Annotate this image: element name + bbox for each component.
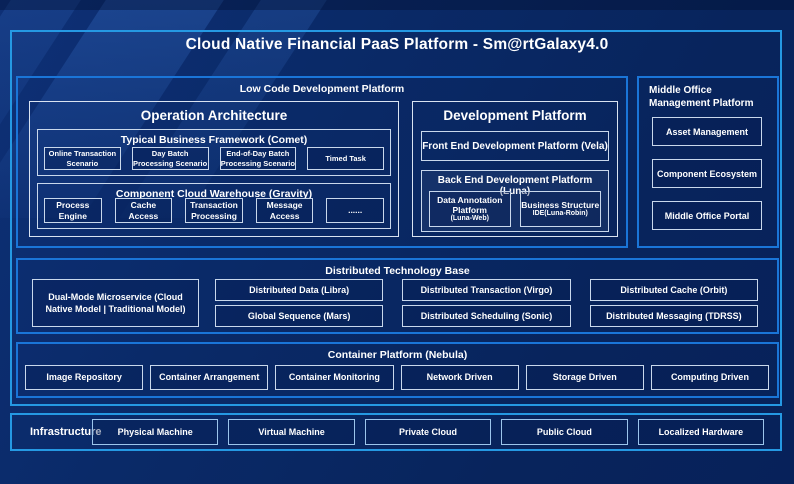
container-monitoring-box: Container Monitoring: [275, 365, 394, 390]
sub-chip-name: Business Structure: [521, 199, 600, 210]
top-shade: [0, 0, 794, 10]
localized-hardware-box: Localized Hardware: [637, 419, 765, 445]
storage-driven-box: Storage Driven: [525, 365, 644, 390]
data-annotation-platform-box: Data Annotation Platform (Luna-Web): [429, 191, 511, 227]
gravity-item: Transaction Processing: [185, 198, 243, 223]
front-end-platform-box: Front End Development Platform (Vela): [421, 131, 609, 161]
distributed-cache-box: Distributed Cache (Orbit): [589, 279, 758, 301]
operation-architecture-title: Operation Architecture: [140, 108, 288, 123]
low-code-section-label: Low Code Development Platform: [239, 83, 405, 95]
comet-title: Typical Business Framework (Comet): [120, 134, 308, 146]
asset-management-box: Asset Management: [652, 117, 762, 146]
operation-architecture-box: Operation Architecture Typical Business …: [29, 101, 399, 237]
distributed-transaction-box: Distributed Transaction (Virgo): [402, 279, 571, 301]
low-code-development-platform-section: Low Code Development Platform Operation …: [16, 76, 628, 248]
sub-chip-name: Data Annotation Platform: [437, 194, 503, 215]
middle-office-title: Middle Office Management Platform: [649, 85, 754, 109]
component-ecosystem-box: Component Ecosystem: [652, 159, 762, 188]
computing-driven-box: Computing Driven: [650, 365, 770, 390]
comet-item: Online Transaction Scenario: [44, 147, 121, 170]
comet-item: Day Batch Processing Scenario: [131, 147, 209, 170]
infrastructure-label: Infrastructure: [30, 426, 102, 438]
private-cloud-box: Private Cloud: [364, 419, 492, 445]
global-sequence-box: Global Sequence (Mars): [215, 305, 384, 327]
container-platform-label: Container Platform (Nebula): [327, 349, 468, 361]
page-title: Cloud Native Financial PaaS Platform - S…: [185, 36, 609, 53]
business-structure-ide-box: Business Structure IDE(Luna-Robin): [519, 191, 601, 227]
back-end-platform-title: Back End Development Platform (Luna): [437, 175, 593, 197]
gravity-item-ellipsis: ......: [326, 198, 384, 223]
distributed-section-label: Distributed Technology Base: [325, 265, 470, 277]
sub-chip-sub: (Luna-Web): [450, 214, 489, 222]
back-end-items-row: Data Annotation Platform (Luna-Web) Busi…: [429, 191, 601, 227]
development-platform-title: Development Platform: [443, 108, 587, 123]
distributed-grid: Distributed Data (Libra) Distributed Tra…: [215, 279, 758, 327]
comet-item: End-of-Day Batch Processing Scenario: [219, 147, 297, 170]
gravity-item: Process Engine: [44, 198, 102, 223]
gravity-title: Component Cloud Warehouse (Gravity): [115, 188, 313, 200]
development-platform-box: Development Platform Front End Developme…: [412, 101, 618, 237]
gravity-item: Cache Access: [114, 198, 173, 223]
container-platform-row: Image Repository Container Arrangement C…: [25, 365, 770, 390]
gravity-item: Message Access: [255, 198, 314, 223]
container-arrangement-box: Container Arrangement: [150, 365, 269, 390]
middle-office-portal-box: Middle Office Portal: [652, 201, 762, 230]
comet-item: Timed Task: [307, 147, 384, 170]
middle-office-management-section: Middle Office Management Platform Asset …: [637, 76, 779, 248]
distributed-messaging-box: Distributed Messaging (TDRSS): [589, 305, 758, 327]
comet-items-row: Online Transaction Scenario Day Batch Pr…: [44, 147, 384, 170]
main-frame: [10, 30, 782, 406]
virtual-machine-box: Virtual Machine: [228, 419, 355, 445]
gravity-items-row: Process Engine Cache Access Transaction …: [44, 198, 384, 223]
network-driven-box: Network Driven: [400, 365, 519, 390]
dual-mode-microservice-box: Dual-Mode Microservice (Cloud Native Mod…: [32, 279, 199, 327]
component-cloud-warehouse-box: Component Cloud Warehouse (Gravity) Proc…: [37, 183, 391, 229]
public-cloud-box: Public Cloud: [501, 419, 628, 445]
distributed-technology-base-section: Distributed Technology Base Dual-Mode Mi…: [16, 258, 779, 334]
infrastructure-section: Infrastructure Physical Machine Virtual …: [10, 413, 782, 451]
sub-chip-sub: IDE(Luna-Robin): [532, 209, 588, 217]
physical-machine-box: Physical Machine: [92, 419, 219, 445]
back-end-platform-box: Back End Development Platform (Luna) Dat…: [421, 170, 609, 232]
distributed-data-box: Distributed Data (Libra): [215, 279, 384, 301]
infrastructure-row: Physical Machine Virtual Machine Private…: [92, 419, 765, 445]
container-platform-section: Container Platform (Nebula) Image Reposi…: [16, 342, 779, 398]
distributed-scheduling-box: Distributed Scheduling (Sonic): [402, 305, 571, 327]
image-repository-box: Image Repository: [25, 365, 144, 390]
typical-business-framework-box: Typical Business Framework (Comet) Onlin…: [37, 129, 391, 176]
